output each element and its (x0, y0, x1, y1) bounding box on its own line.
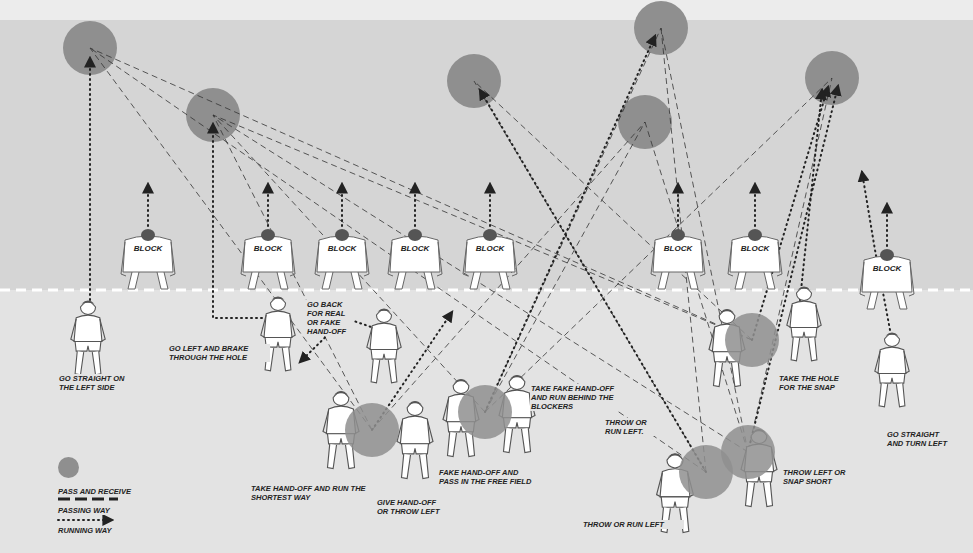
legend-swatch (58, 457, 79, 478)
player-instruction: TAKE THE HOLE FOR THE SNAP (778, 374, 846, 392)
player-instruction: GO LEFT AND BRAKE THROUGH THE HOLE (168, 344, 270, 362)
player-instruction: TAKE HAND-OFF AND RUN THE SHORTEST WAY (250, 484, 372, 502)
blocker-figure: BLOCK (726, 226, 784, 290)
blocker-outline (461, 226, 519, 290)
block-text: BLOCK (726, 244, 784, 253)
legend-text: PASSING WAY (57, 506, 111, 515)
blocker-outline (239, 226, 297, 290)
player-instruction: GO STRAIGHT ON THE LEFT SIDE (58, 374, 130, 392)
player-instruction: THROW OR RUN LEFT. (604, 418, 658, 436)
block-text: BLOCK (239, 244, 297, 253)
player-instruction: GO BACK FOR REAL OR FAKE HAND-OFF (306, 300, 354, 336)
blocker-outline (313, 226, 371, 290)
player-instruction: THROW OR RUN LEFT (582, 520, 684, 529)
blocker-figure: BLOCK (386, 226, 444, 290)
block-text: BLOCK (649, 244, 707, 253)
block-text: BLOCK (313, 244, 371, 253)
block-text: BLOCK (119, 244, 177, 253)
blocker-figure: BLOCK (119, 226, 177, 290)
player-instruction: GO STRAIGHT AND TURN LEFT (886, 430, 952, 448)
blocker-outline (649, 226, 707, 290)
legend-text: RUNNING WAY (57, 526, 113, 535)
legend-text: PASS AND RECEIVE (57, 487, 132, 496)
blocker-outline (386, 226, 444, 290)
blocker-outline (726, 226, 784, 290)
blocker-figure: BLOCK (649, 226, 707, 290)
blocker-figure: BLOCK (239, 226, 297, 290)
player-instruction: THROW LEFT OR SNAP SHORT (782, 468, 852, 486)
blocker-outline (858, 246, 916, 310)
blocker-figure: BLOCK (313, 226, 371, 290)
block-text: BLOCK (386, 244, 444, 253)
player-instruction: FAKE HAND-OFF AND PASS IN THE FREE FIELD (438, 468, 540, 486)
block-text: BLOCK (858, 264, 916, 273)
blocker-figure: BLOCK (461, 226, 519, 290)
player-instruction: GIVE HAND-OFF OR THROW LEFT (376, 498, 442, 516)
player-instruction: TAKE FAKE HAND-OFF AND RUN BEHIND THE BL… (530, 384, 624, 411)
block-text: BLOCK (461, 244, 519, 253)
blocker-outline (119, 226, 177, 290)
blocker-figure: BLOCK (858, 246, 916, 310)
